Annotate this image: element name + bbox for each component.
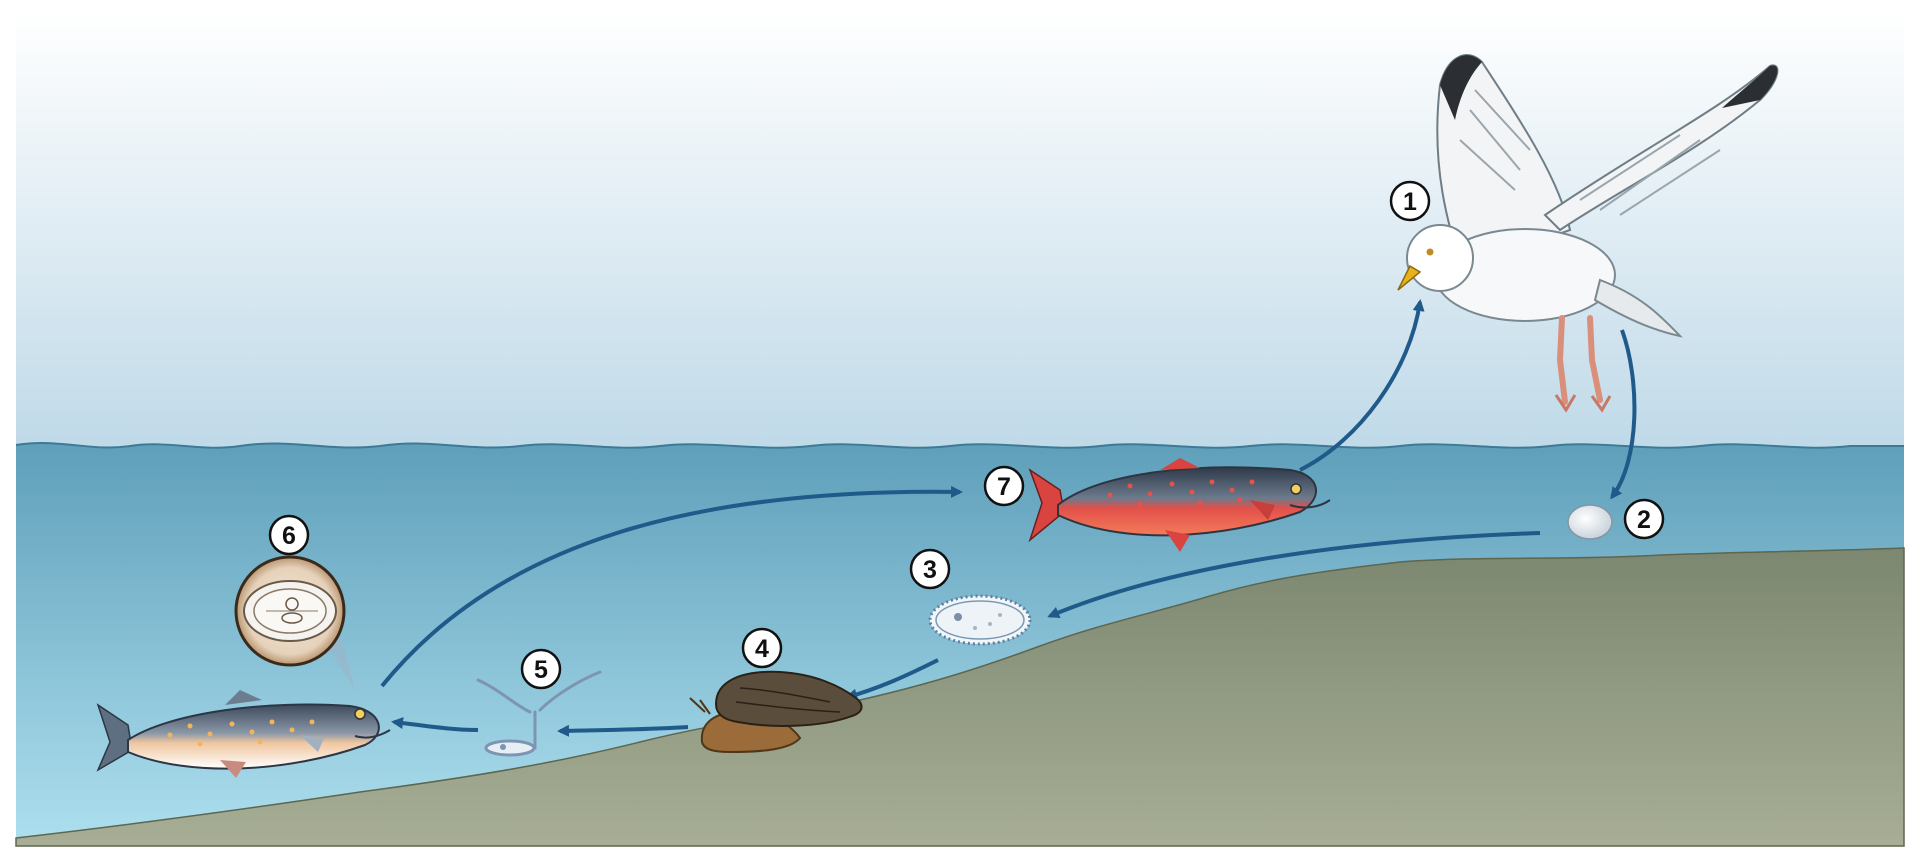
seabed	[15, 547, 1905, 847]
stage-label-4: 4	[741, 627, 783, 669]
svg-text:2: 2	[1637, 506, 1651, 534]
water-surface-line	[15, 442, 1904, 449]
cercaria-illustration	[476, 670, 602, 757]
infected-fish-illustration	[96, 690, 391, 778]
metacercaria-cyst-magnified	[234, 555, 355, 690]
snail-illustration	[689, 670, 863, 754]
stage-label-7: 7	[983, 465, 1025, 507]
egg-illustration	[1567, 504, 1613, 540]
stage-label-3: 3	[909, 548, 951, 590]
arrow-miracidium-to-snail	[845, 658, 939, 701]
stage-label-1: 1	[1389, 180, 1431, 222]
stage-label-6: 6	[268, 514, 310, 556]
svg-text:6: 6	[282, 522, 296, 550]
arrow-fish-to-char	[380, 485, 963, 688]
svg-text:3: 3	[923, 556, 937, 584]
arrow-snail-to-cercaria	[557, 724, 689, 737]
miracidium-illustration	[928, 594, 1032, 646]
stage-label-2: 2	[1623, 498, 1665, 540]
svg-text:4: 4	[755, 635, 769, 663]
arrow-egg-to-miracidium	[1047, 531, 1541, 619]
svg-text:5: 5	[534, 656, 548, 684]
stage-label-5: 5	[520, 648, 562, 690]
gull-illustration	[1397, 54, 1779, 413]
arrow-gull-to-egg	[1610, 329, 1637, 500]
char-fish-illustration	[1028, 458, 1331, 552]
arrow-fish-to-gull	[1299, 299, 1425, 472]
sky	[16, 12, 1904, 452]
svg-text:7: 7	[997, 473, 1011, 501]
arrow-cercaria-to-fish	[391, 717, 479, 732]
svg-text:1: 1	[1403, 188, 1417, 216]
